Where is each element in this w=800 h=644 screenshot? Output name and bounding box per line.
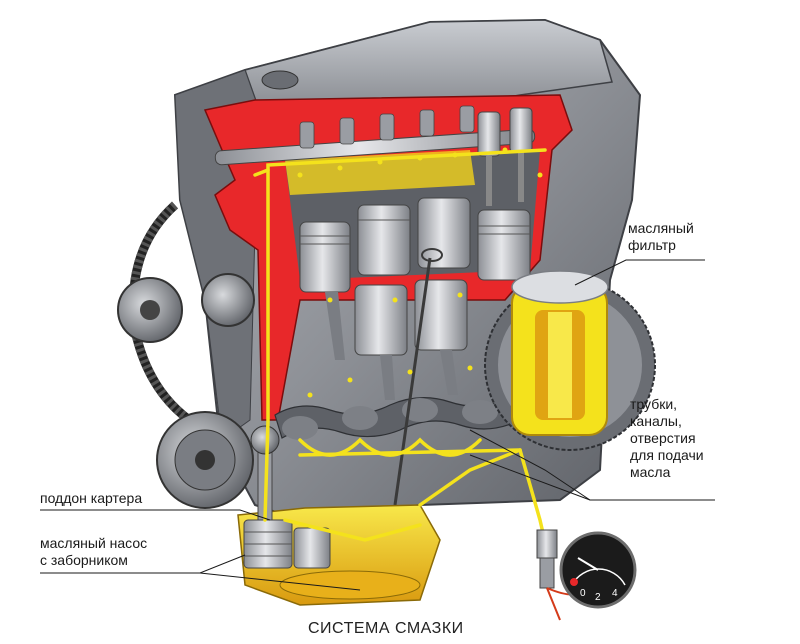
camshaft <box>214 105 536 166</box>
oil-pan-label: поддон картера <box>40 490 143 506</box>
timing-drive <box>117 201 255 509</box>
dipstick <box>393 257 432 506</box>
pressure-sensor <box>536 529 586 621</box>
oil-filter <box>511 270 609 436</box>
gauge-tick-0: 0 <box>580 588 586 599</box>
gauge-tick-2: 2 <box>595 592 601 603</box>
leader-lines <box>40 259 715 591</box>
oil-droplets <box>297 147 543 398</box>
oil-pump-label: масляный насос с заборником <box>40 535 148 568</box>
diagram-title: СИСТЕМА СМАЗКИ <box>308 620 464 637</box>
oil-pressure-gauge: 0 2 4 <box>559 531 637 609</box>
pistons <box>299 197 531 400</box>
oil-passages-label: трубки, каналы, отверстия для подачи мас… <box>630 396 704 480</box>
gauge-tick-4: 4 <box>612 588 618 599</box>
oil-filter-label: масляный фильтр <box>628 220 694 253</box>
